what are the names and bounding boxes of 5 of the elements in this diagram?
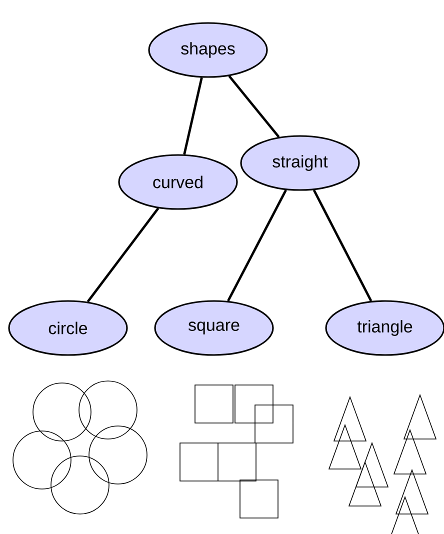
- connector-line: [183, 77, 203, 155]
- connector-line: [227, 189, 287, 302]
- connector-line: [312, 189, 372, 302]
- connector-line: [86, 208, 160, 302]
- connector-line: [228, 75, 280, 138]
